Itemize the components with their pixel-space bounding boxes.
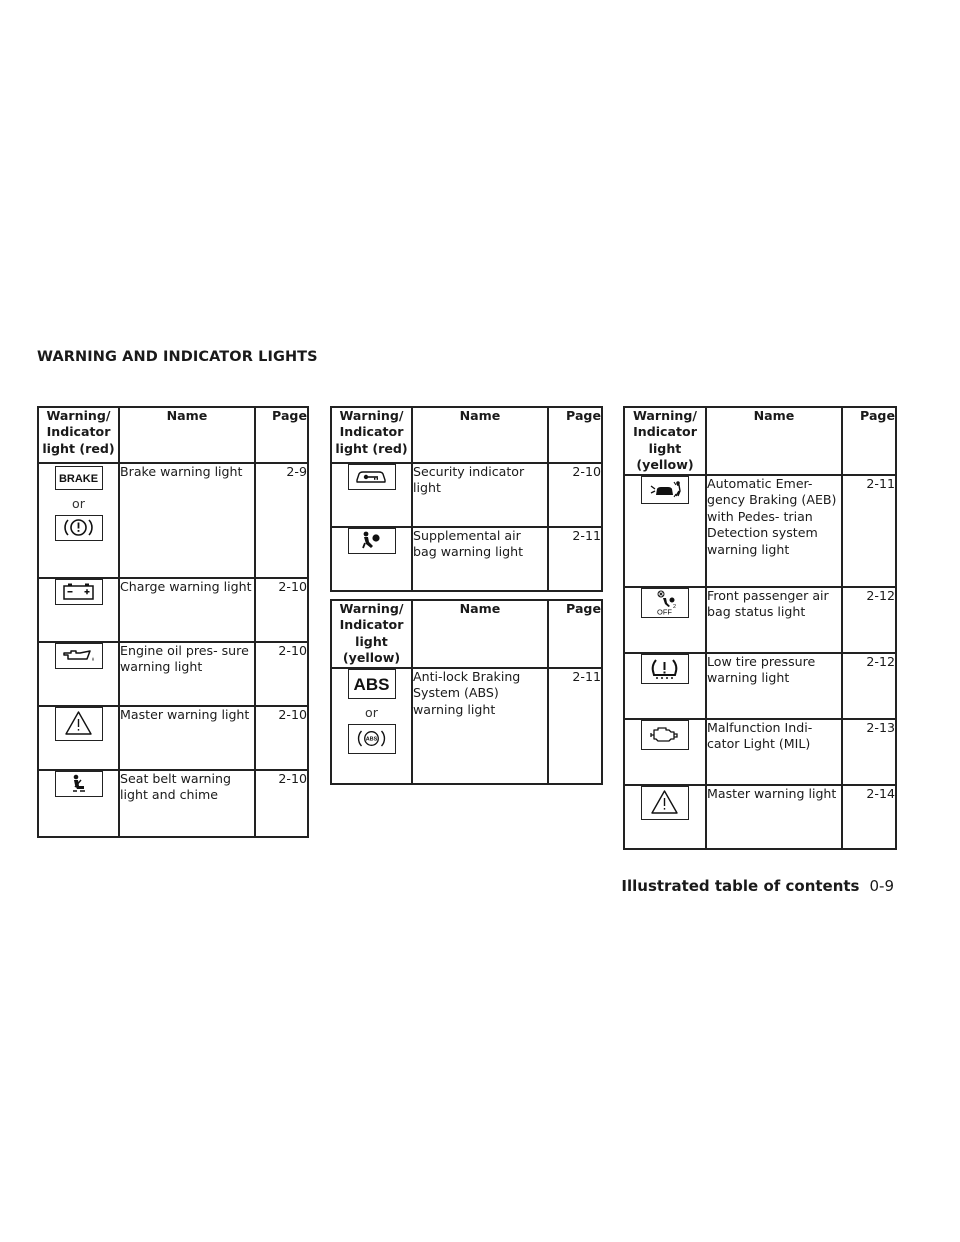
indicator-cell — [37, 769, 120, 838]
light-name: Front passenger air bag status light — [705, 586, 843, 654]
indicator-cell — [330, 462, 413, 528]
brake-text-icon: BRAKE — [54, 466, 103, 490]
light-name: Low tire pressure warning light — [705, 652, 843, 720]
header-indicator: Warning/ Indicator light (red) — [330, 406, 413, 464]
table-row: Low tire pressure warning light 2-12 — [623, 652, 897, 720]
master-warning-icon — [54, 707, 103, 741]
table-row: BRAKE or Brake warning light 2-9 — [37, 462, 309, 579]
page-ref: 2-13 — [841, 718, 897, 786]
table-row: Charge warning light 2-10 — [37, 577, 309, 643]
light-name: Seat belt warning light and chime — [118, 769, 256, 838]
airbag-sub-label: 2 — [673, 604, 676, 610]
light-name: Anti-lock Braking System (ABS) warning l… — [411, 667, 549, 785]
airbag-icon — [347, 528, 396, 554]
light-name: Supplemental air bag warning light — [411, 526, 549, 592]
page-ref: 2-10 — [254, 705, 309, 771]
oil-can-icon — [54, 643, 103, 669]
light-name: Charge warning light — [118, 577, 256, 643]
table-header-row: Warning/ Indicator light (yellow) Name P… — [330, 599, 603, 669]
page-ref: 2-11 — [547, 526, 603, 592]
indicator-cell — [623, 784, 707, 850]
page-ref: 2-10 — [547, 462, 603, 528]
light-name: Automatic Emer- gency Braking (AEB) with… — [705, 474, 843, 588]
light-name: Malfunction Indi- cator Light (MIL) — [705, 718, 843, 786]
airbag-off-label: OFF — [657, 608, 672, 617]
header-name: Name — [411, 406, 549, 464]
tire-pressure-icon — [641, 654, 689, 684]
abs-circle-icon: ABS — [347, 724, 396, 755]
section-title: WARNING AND INDICATOR LIGHTS — [37, 349, 318, 365]
header-name: Name — [705, 406, 843, 476]
light-name: Security indicator light — [411, 462, 549, 528]
red-indicator-table: Warning/ Indicator light (red) Name Page… — [37, 406, 309, 838]
indicator-cell: BRAKE or — [37, 462, 120, 579]
indicator-cell — [37, 641, 120, 707]
table-row: 2 OFF Front passenger air bag status lig… — [623, 586, 897, 654]
page-ref: 2-11 — [547, 667, 603, 785]
indicator-cell — [623, 652, 707, 720]
page-ref: 2-10 — [254, 577, 309, 643]
abs-icon-label: ABS — [353, 675, 389, 694]
page-ref: 2-11 — [841, 474, 897, 588]
table-header-row: Warning/ Indicator light (red) Name Page — [37, 406, 309, 464]
seat-belt-icon — [54, 771, 103, 797]
indicator-cell — [623, 718, 707, 786]
brake-warning-icon — [54, 515, 103, 542]
table-row: Supplemental air bag warning light 2-11 — [330, 526, 603, 592]
table-row: Seat belt warning light and chime 2-10 — [37, 769, 309, 838]
page-ref: 2-10 — [254, 769, 309, 838]
header-page: Page — [547, 599, 603, 669]
header-indicator: Warning/ Indicator light (yellow) — [330, 599, 413, 669]
indicator-cell: ABS or ABS — [330, 667, 413, 785]
table-row: ABS or ABS Anti-lock Braking System (ABS… — [330, 667, 603, 785]
indicator-cell — [330, 526, 413, 592]
footer-title: Illustrated table of contents — [621, 877, 860, 895]
light-name: Engine oil pres- sure warning light — [118, 641, 256, 707]
table-row: Automatic Emer- gency Braking (AEB) with… — [623, 474, 897, 588]
header-indicator: Warning/ Indicator light (yellow) — [623, 406, 707, 476]
indicator-cell — [37, 705, 120, 771]
page-ref: 2-14 — [841, 784, 897, 850]
page-ref: 2-9 — [254, 462, 309, 579]
master-warning-icon — [641, 786, 689, 820]
page-ref: 2-12 — [841, 586, 897, 654]
header-page: Page — [547, 406, 603, 464]
light-name: Master warning light — [118, 705, 256, 771]
table-row: Engine oil pres- sure warning light 2-10 — [37, 641, 309, 707]
security-car-key-icon — [347, 464, 396, 490]
light-name: Brake warning light — [118, 462, 256, 579]
red-indicator-table-2: Warning/ Indicator light (red) Name Page… — [330, 406, 603, 592]
or-label: or — [72, 496, 85, 511]
abs-text-icon: ABS — [347, 669, 396, 699]
header-indicator: Warning/ Indicator light (red) — [37, 406, 120, 464]
indicator-cell: 2 OFF — [623, 586, 707, 654]
header-page: Page — [254, 406, 309, 464]
yellow-indicator-table-2: Warning/ Indicator light (yellow) Name P… — [623, 406, 897, 850]
light-name: Master warning light — [705, 784, 843, 850]
or-label: or — [365, 705, 378, 720]
table-header-row: Warning/ Indicator light (red) Name Page — [330, 406, 603, 464]
abs-small-label: ABS — [365, 737, 377, 743]
indicator-cell — [37, 577, 120, 643]
table-row: Malfunction Indi- cator Light (MIL) 2-13 — [623, 718, 897, 786]
table-header-row: Warning/ Indicator light (yellow) Name P… — [623, 406, 897, 476]
header-page: Page — [841, 406, 897, 476]
engine-mil-icon — [641, 720, 689, 750]
table-row: Security indicator light 2-10 — [330, 462, 603, 528]
table-row: Master warning light 2-14 — [623, 784, 897, 850]
battery-icon — [54, 579, 103, 605]
footer-page-number: 0-9 — [869, 877, 895, 895]
passenger-airbag-off-icon: 2 OFF — [641, 588, 689, 618]
header-name: Name — [118, 406, 256, 464]
page-ref: 2-10 — [254, 641, 309, 707]
brake-icon-label: BRAKE — [58, 473, 97, 485]
aeb-pedestrian-icon — [641, 476, 689, 504]
table-row: Master warning light 2-10 — [37, 705, 309, 771]
header-name: Name — [411, 599, 549, 669]
page-ref: 2-12 — [841, 652, 897, 720]
page-footer: Illustrated table of contents 0-9 — [621, 877, 894, 895]
indicator-cell — [623, 474, 707, 588]
yellow-indicator-table: Warning/ Indicator light (yellow) Name P… — [330, 599, 603, 785]
